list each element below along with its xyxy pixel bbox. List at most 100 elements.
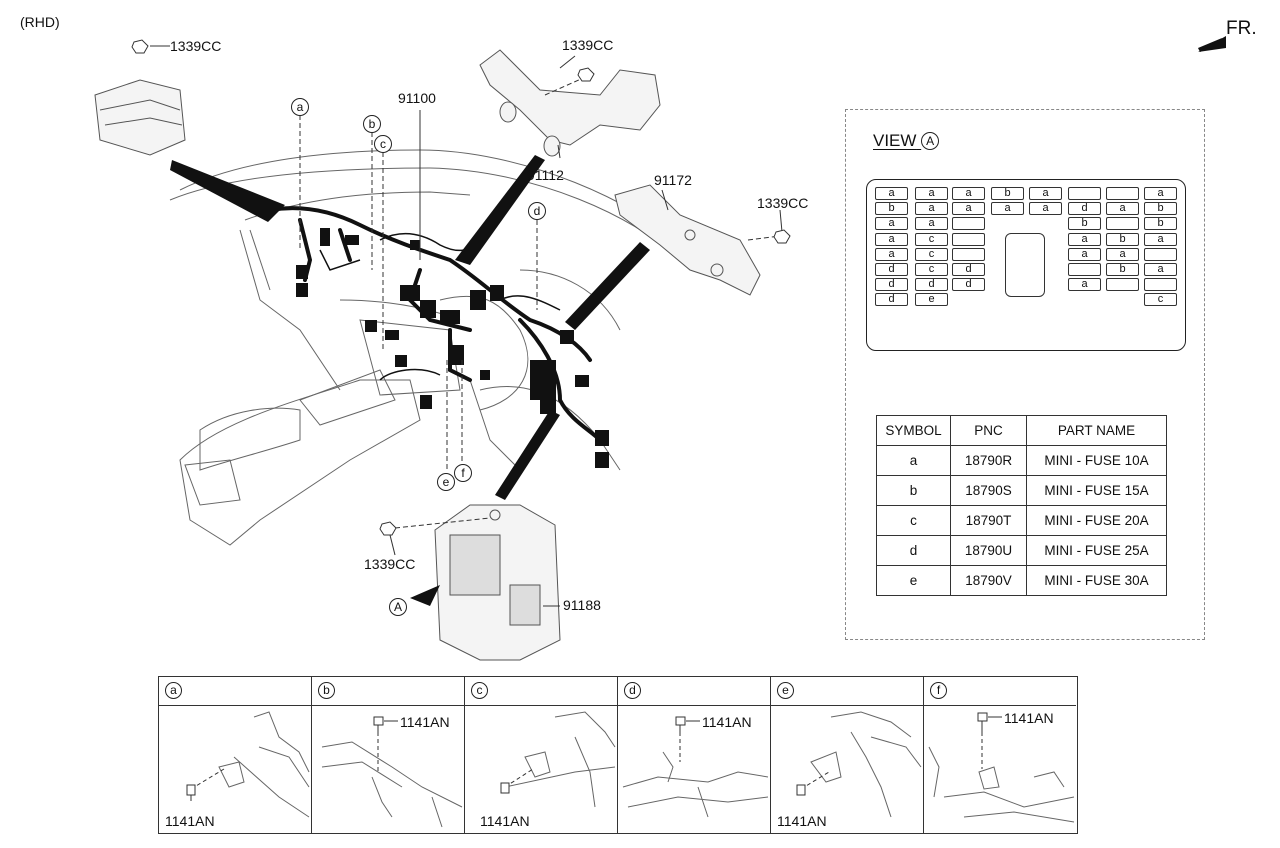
table-header-part-name: PART NAME <box>1026 415 1167 446</box>
detail-strip: a 1141AN b 1141AN c 1141AN d <box>158 676 1078 834</box>
rhd-label: (RHD) <box>20 14 60 30</box>
fuse-slot: a <box>1029 202 1062 216</box>
bolt-label: 1141AN <box>400 714 450 730</box>
front-direction-indicator: FR. <box>1196 18 1266 58</box>
table-row: b 18790S MINI - FUSE 15A <box>876 475 1167 506</box>
fuse-slot <box>1144 247 1177 261</box>
fuse-slot: b <box>1106 263 1139 276</box>
fuse-slot: a <box>1106 247 1139 261</box>
label-harness-main: 91100 <box>398 90 436 106</box>
harness-illustration <box>94 39 791 661</box>
detail-symbol: a <box>165 682 182 699</box>
fuse-slot <box>1106 278 1139 292</box>
view-a-panel <box>845 109 1205 640</box>
detail-header: b <box>312 677 464 706</box>
fuse-slot: d <box>875 263 908 276</box>
bolt-label: 1141AN <box>702 714 752 730</box>
fuse-slot <box>952 232 985 246</box>
fuse-slot: a <box>875 187 908 200</box>
label-junction-box: 91188 <box>563 597 601 613</box>
fuse-slot: b <box>1106 232 1139 246</box>
table-row: d 18790U MINI - FUSE 25A <box>876 535 1167 566</box>
callout-b: b <box>363 115 381 133</box>
front-label: FR. <box>1226 18 1257 39</box>
detail-f-drawing <box>928 712 1075 823</box>
bolt-label: 1141AN <box>480 813 530 829</box>
detail-e-drawing <box>796 711 922 818</box>
detail-d-drawing <box>622 716 769 818</box>
fuse-slot: d <box>1068 202 1101 216</box>
table-cell-pnc: 18790R <box>950 445 1027 476</box>
table-cell-symbol: b <box>876 475 951 506</box>
detail-header: a <box>159 677 311 706</box>
view-title-text: VIEW <box>873 131 917 150</box>
fuse-slot: a <box>1068 278 1101 292</box>
table-cell-symbol: d <box>876 535 951 566</box>
table-cell-pnc: 18790V <box>950 565 1027 596</box>
fuse-slot: a <box>1068 232 1101 246</box>
fuse-slot <box>952 247 985 261</box>
view-title: VIEW A <box>873 131 940 151</box>
detail-cell-a: a 1141AN <box>159 677 312 833</box>
table-row: e 18790V MINI - FUSE 30A <box>876 565 1167 596</box>
detail-cell-e: e 1141AN <box>771 677 924 833</box>
detail-a-drawing <box>186 711 310 818</box>
fuse-slot: d <box>952 278 985 292</box>
parts-table: SYMBOL PNC PART NAME a 18790R MINI - FUS… <box>876 415 1167 596</box>
fuse-slot: b <box>991 187 1024 200</box>
table-cell-symbol: c <box>876 505 951 536</box>
fuse-slot: b <box>1144 217 1177 231</box>
table-header-row: SYMBOL PNC PART NAME <box>876 415 1167 446</box>
detail-symbol: c <box>471 682 488 699</box>
fuse-slot: d <box>875 278 908 292</box>
callout-c: c <box>374 135 392 153</box>
fuse-slot: a <box>991 202 1024 216</box>
table-cell-part-name: MINI - FUSE 10A <box>1026 445 1167 476</box>
detail-symbol: d <box>624 682 641 699</box>
fuse-box-window <box>1005 233 1045 297</box>
detail-cell-b: b 1141AN <box>312 677 465 833</box>
fuse-slot: d <box>875 293 908 307</box>
fuse-slot: c <box>915 247 948 261</box>
label-nut-bottom: 1339CC <box>364 556 416 572</box>
fuse-slot <box>1106 187 1139 200</box>
fuse-slot: d <box>952 263 985 276</box>
fuse-slot: b <box>1144 202 1177 216</box>
fuse-box-layout <box>866 179 1186 351</box>
fuse-slot: c <box>915 232 948 246</box>
view-a-marker: A <box>389 598 407 616</box>
label-harness-side: 91172 <box>654 172 692 188</box>
fuse-slot: b <box>1068 217 1101 231</box>
callout-d: d <box>528 202 546 220</box>
detail-cell-f: f 1141AN <box>924 677 1076 833</box>
fuse-slot: a <box>875 232 908 246</box>
fuse-slot: a <box>915 202 948 216</box>
fuse-slot: a <box>952 187 985 200</box>
fuse-slot <box>952 217 985 231</box>
fuse-slot: a <box>1144 232 1177 246</box>
fuse-slot: a <box>1029 187 1062 200</box>
table-row: c 18790T MINI - FUSE 20A <box>876 505 1167 536</box>
table-row: a 18790R MINI - FUSE 10A <box>876 445 1167 476</box>
bolt-label: 1141AN <box>777 813 827 829</box>
table-header-symbol: SYMBOL <box>876 415 951 446</box>
detail-header: d <box>618 677 770 706</box>
fuse-slot <box>1106 217 1139 231</box>
fuse-slot: a <box>1144 187 1177 200</box>
fuse-slot <box>1144 278 1177 292</box>
fuse-slot: a <box>1106 202 1139 216</box>
detail-header: e <box>771 677 923 706</box>
bolt-label: 1141AN <box>165 813 215 829</box>
table-header-pnc: PNC <box>950 415 1027 446</box>
view-symbol: A <box>921 132 940 150</box>
fuse-slot: c <box>1144 293 1177 307</box>
callout-e: e <box>437 473 455 491</box>
table-cell-part-name: MINI - FUSE 15A <box>1026 475 1167 506</box>
fuse-slot: a <box>915 217 948 231</box>
table-cell-symbol: e <box>876 565 951 596</box>
table-cell-pnc: 18790T <box>950 505 1027 536</box>
table-cell-part-name: MINI - FUSE 30A <box>1026 565 1167 596</box>
fuse-slot: a <box>952 202 985 216</box>
fuse-slot: a <box>1144 263 1177 276</box>
fuse-slot: a <box>915 187 948 200</box>
